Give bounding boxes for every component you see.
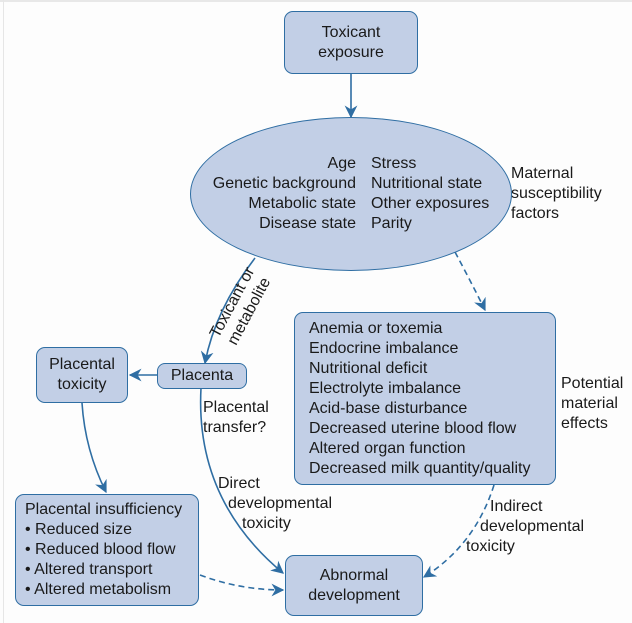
insufficiency-item: • Reduced size: [25, 521, 132, 538]
potential-effects-label: Potential material effects: [561, 374, 623, 434]
left-border: [3, 0, 4, 623]
insufficiency-item: • Reduced blood flow: [25, 541, 176, 558]
label-line: toxicity: [242, 515, 291, 532]
label-line: Potential: [561, 375, 624, 392]
effect-item: Decreased milk quantity/quality: [309, 460, 531, 477]
effect-item: Nutritional deficit: [309, 360, 428, 377]
maternal-effects-node: Anemia or toxemia Endocrine imbalance Nu…: [294, 312, 556, 485]
maternal-factors-left-column: Age Genetic background Metabolic state D…: [213, 154, 356, 234]
factor-other-exposures: Other exposures: [371, 195, 490, 212]
factor-parity: Parity: [371, 215, 412, 232]
arrow-insufficiency-to-abnormal: [199, 574, 285, 597]
placenta-node: Placenta: [157, 363, 247, 389]
abnormal-development-node: Abnormal development: [285, 555, 423, 616]
label-line: Placental: [203, 399, 269, 416]
label-line: susceptibility: [511, 185, 602, 202]
label-line: Indirect: [490, 498, 543, 515]
placental-transfer-label: Placental transfer?: [203, 398, 269, 438]
maternal-factors-right-column: Stress Nutritional state Other exposures…: [371, 154, 489, 234]
indirect-toxicity-label: Indirect developmental toxicity: [466, 497, 584, 557]
direct-toxicity-label: Direct developmental toxicity: [218, 474, 332, 534]
effect-item: Endocrine imbalance: [309, 340, 459, 357]
factor-genetic-background: Genetic background: [212, 175, 356, 192]
label-line: toxicity: [466, 538, 515, 555]
arrow-effects-to-abnormal: [422, 484, 495, 578]
placental-toxicity-node: Placental toxicity: [36, 347, 128, 403]
placental-insufficiency-node: Placental insufficiency • Reduced size •…: [15, 494, 199, 606]
label-line: Maternal: [511, 165, 574, 182]
top-border: [0, 0, 632, 2]
maternal-susceptibility-label: Maternal susceptibility factors: [511, 164, 602, 224]
effect-item: Decreased uterine blood flow: [309, 420, 517, 437]
placental-toxicity-line1: Placental: [49, 356, 115, 373]
label-line: developmental: [228, 495, 333, 512]
label-line: effects: [561, 415, 608, 432]
abnormal-development-line1: Abnormal: [319, 566, 389, 584]
label-line: Direct: [218, 475, 260, 492]
toxicant-exposure-line1: Toxicant: [321, 23, 381, 41]
factor-stress: Stress: [371, 155, 417, 172]
effect-item: Electrolyte imbalance: [309, 380, 462, 397]
arrow-placenta-to-abnormal: [199, 387, 284, 574]
abnormal-development-line2: development: [308, 586, 400, 604]
effect-item: Acid-base disturbance: [309, 400, 468, 417]
label-line: factors: [511, 205, 560, 222]
effect-item: Anemia or toxemia: [309, 320, 443, 337]
label-line: developmental: [480, 518, 585, 535]
factor-metabolic-state: Metabolic state: [248, 195, 356, 212]
arrow-toxicity-to-insufficiency: [81, 402, 107, 494]
placenta-label: Placenta: [170, 367, 234, 384]
insufficiency-title: Placental insufficiency: [25, 501, 183, 518]
maternal-factors-node: [190, 117, 512, 271]
placental-toxicity-line2: toxicity: [57, 376, 107, 393]
insufficiency-item: • Altered metabolism: [25, 581, 172, 598]
insufficiency-item: • Altered transport: [25, 561, 153, 578]
arrow-factors-to-placenta: [200, 257, 256, 365]
factor-nutritional-state: Nutritional state: [371, 175, 483, 192]
arrow-factors-to-effects: [454, 251, 486, 312]
toxicant-exposure-node: Toxicant exposure: [284, 11, 418, 74]
factor-disease-state: Disease state: [259, 215, 356, 232]
factor-age: Age: [327, 155, 356, 172]
label-line: material: [561, 395, 618, 412]
effect-item: Altered organ function: [309, 440, 466, 457]
toxicant-exposure-line2: exposure: [318, 43, 384, 61]
label-line: transfer?: [203, 419, 267, 436]
